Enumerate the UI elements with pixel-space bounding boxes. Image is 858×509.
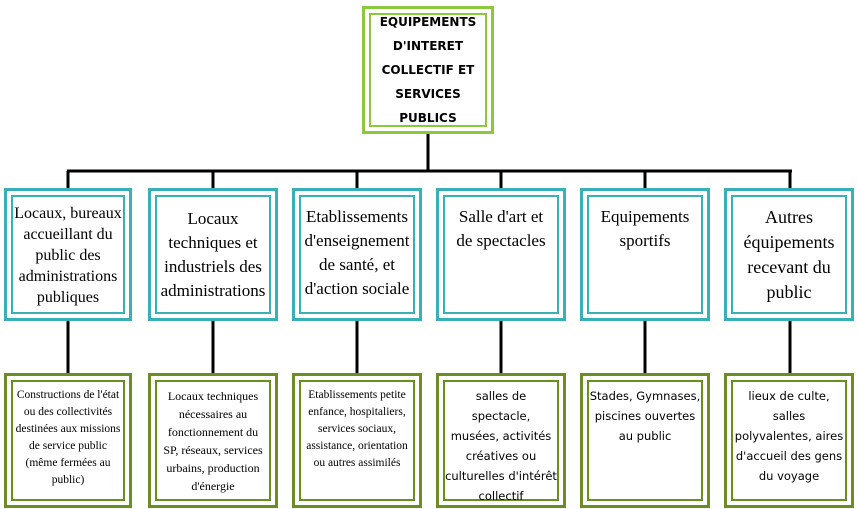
root-node: EQUIPEMENTS D'INTERET COLLECTIF ET SERVI…: [362, 6, 494, 134]
category-label: Etablissements d'enseignement de santé, …: [304, 207, 410, 298]
detail-node-locaux-techniques: Locaux techniques nécessaires au fonctio…: [148, 373, 278, 508]
detail-node-etablissements: Etablissements petite enfance, hospitali…: [292, 373, 422, 508]
category-node-locaux-techniques: Locaux techniques et industriels des adm…: [148, 188, 278, 321]
detail-label: Stades, Gymnases, piscines ouvertes au p…: [589, 389, 701, 443]
category-node-equipements-sportifs: Equipements sportifs: [580, 188, 710, 321]
detail-node-administrations: Constructions de l'état ou des collectiv…: [4, 373, 132, 508]
detail-node-equipements-sportifs: Stades, Gymnases, piscines ouvertes au p…: [580, 373, 710, 508]
detail-node-salle-art: salles de spectacle, musées, activités c…: [436, 373, 566, 508]
category-node-salle-art: Salle d'art et de spectacles: [436, 188, 566, 321]
detail-label: Constructions de l'état ou des collectiv…: [15, 389, 121, 486]
category-label: Locaux, bureaux accueillant du public de…: [14, 205, 122, 306]
category-node-administrations: Locaux, bureaux accueillant du public de…: [4, 188, 132, 321]
category-label: Equipements sportifs: [600, 207, 690, 250]
category-label: Locaux techniques et industriels des adm…: [160, 209, 266, 300]
category-node-autres-equipements: Autres équipements recevant du public: [724, 188, 854, 321]
category-node-etablissements: Etablissements d'enseignement de santé, …: [292, 188, 422, 321]
detail-label: salles de spectacle, musées, activités c…: [445, 389, 557, 503]
root-label: EQUIPEMENTS D'INTERET COLLECTIF ET SERVI…: [379, 15, 477, 125]
detail-label: lieux de culte, salles polyvalentes, air…: [734, 389, 844, 483]
category-label: Salle d'art et de spectacles: [456, 207, 546, 250]
detail-label: Etablissements petite enfance, hospitali…: [306, 389, 408, 469]
detail-node-autres-equipements: lieux de culte, salles polyvalentes, air…: [724, 373, 854, 508]
category-label: Autres équipements recevant du public: [743, 207, 835, 302]
detail-label: Locaux techniques nécessaires au fonctio…: [163, 389, 263, 493]
